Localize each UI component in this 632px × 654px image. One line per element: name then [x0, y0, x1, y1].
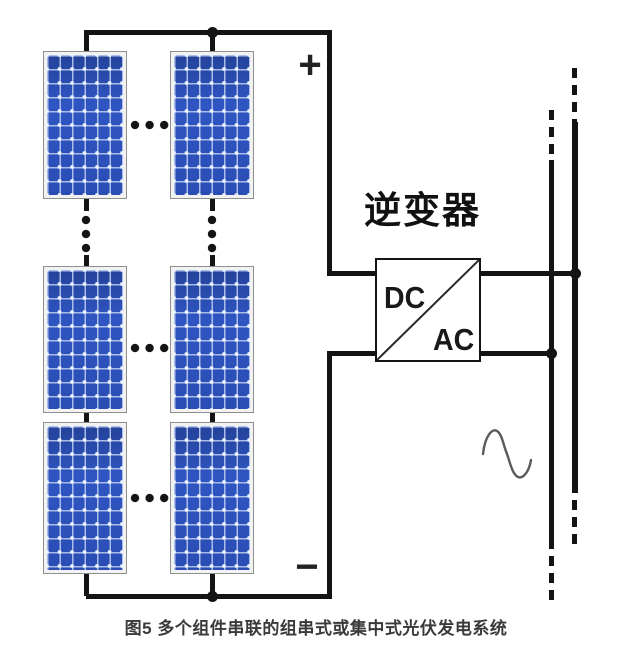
wire-ac-top — [481, 271, 578, 276]
bus-bar-right-dashed-bottom — [572, 500, 577, 546]
junction-dot — [207, 591, 218, 602]
junction-dot — [207, 27, 218, 38]
solar-panel-icon — [170, 51, 254, 199]
wire-plus-vertical — [327, 30, 332, 276]
stub-col1-bottom — [84, 571, 89, 596]
wire-plus-into-inverter — [327, 271, 375, 276]
vertical-ellipsis-dots — [207, 213, 217, 255]
wire-minus-into-inverter — [327, 351, 375, 356]
dc-ac-converter-box: DC AC — [375, 258, 481, 362]
stub-col1-top — [84, 30, 89, 54]
bus-bar-left-dashed-top — [549, 110, 554, 160]
inverter-title: 逆变器 — [364, 190, 481, 231]
figure-caption: 图5 多个组件串联的组串式或集中式光伏发电系统 — [124, 619, 508, 638]
wire-minus-vertical — [327, 351, 332, 599]
solar-panel-icon — [43, 51, 127, 199]
converter-diagonal-line — [377, 260, 479, 360]
vertical-ellipsis-dots — [81, 213, 91, 255]
stub-col2-row1-bottom — [210, 196, 215, 211]
solar-panel-icon — [43, 266, 127, 413]
stub-col1-row2-row3 — [84, 410, 89, 425]
bus-bar-left-dashed-bottom — [549, 556, 554, 600]
bus-bar-right-dashed-top — [572, 68, 577, 122]
horizontal-ellipsis-dots — [128, 343, 172, 353]
ac-label: AC — [433, 322, 475, 357]
stub-col2-row2-row3 — [210, 410, 215, 425]
stub-col2-bottom — [210, 571, 215, 596]
junction-dot — [570, 268, 581, 279]
positive-terminal-label: + — [298, 43, 322, 87]
wire-ac-bottom — [481, 351, 554, 356]
solar-panel-icon — [43, 422, 127, 574]
bus-bar-right — [572, 122, 578, 493]
stub-col1-row2-top — [84, 255, 89, 269]
junction-dot — [546, 348, 557, 359]
stub-col1-row1-bottom — [84, 196, 89, 211]
dc-label: DC — [384, 280, 426, 315]
horizontal-ellipsis-dots — [128, 493, 172, 503]
solar-panel-icon — [170, 266, 254, 413]
negative-terminal-label: − — [295, 545, 319, 589]
horizontal-ellipsis-dots — [128, 120, 172, 130]
stub-col2-row2-top — [210, 255, 215, 269]
sine-wave-icon — [481, 429, 533, 479]
stub-col2-top — [210, 30, 215, 54]
solar-panel-icon — [170, 422, 254, 574]
